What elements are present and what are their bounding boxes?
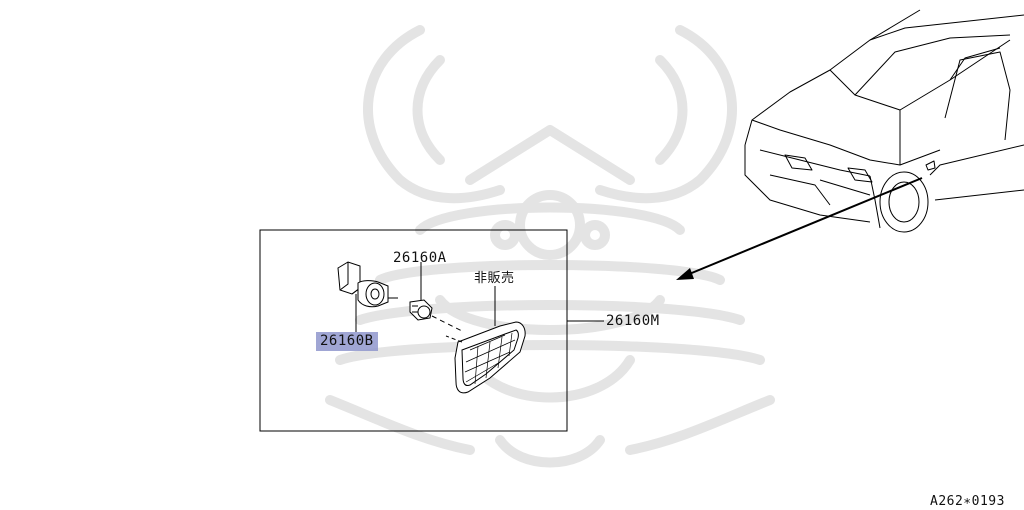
parts-box [259,229,568,432]
callout-not-for-sale: 非販売 [474,271,515,286]
callout-socket[interactable]: 26160B [320,333,374,349]
pointer-arrowhead [676,268,694,280]
callout-bulb: 26160A [393,250,447,266]
car-icon [744,9,1024,233]
callout-socket-suffix: B [364,333,374,349]
bulb-icon [409,262,465,333]
callout-socket-number: 26160 [320,333,365,349]
callout-assembly: 26160M [606,313,660,329]
highlight-box [316,332,378,351]
socket-icon [337,261,398,332]
side-marker-lamp-icon [445,286,526,394]
samurai-helmet-watermark [325,25,775,468]
diagram-code: A262∗0193 [930,494,1005,509]
pointer-line [681,177,923,278]
